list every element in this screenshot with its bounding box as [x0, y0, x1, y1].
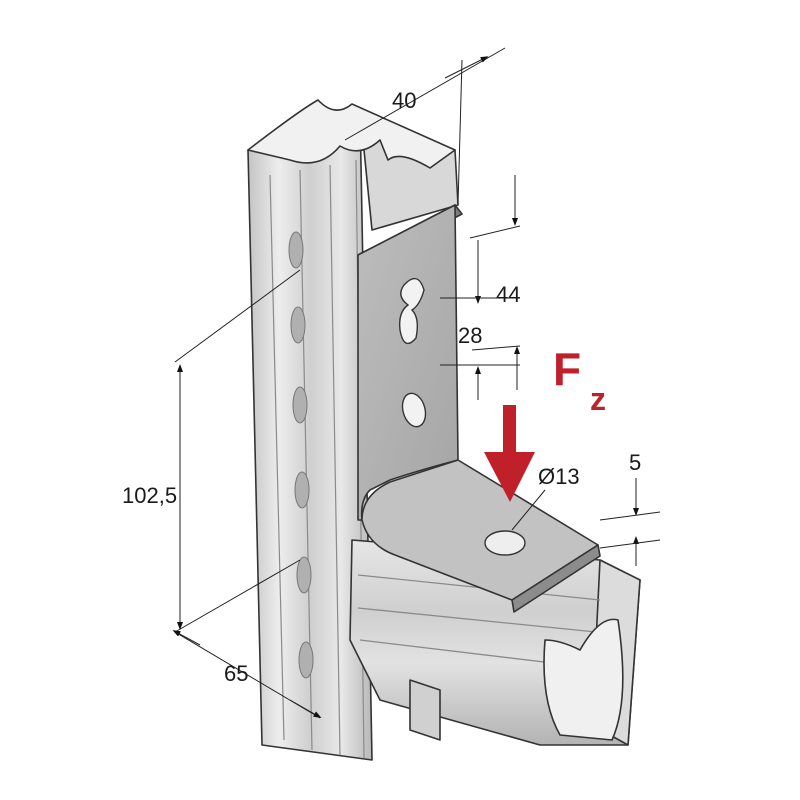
channel-slots	[288, 231, 314, 679]
dim-hole-offset: 28	[458, 323, 482, 348]
force-symbol: F	[553, 343, 581, 395]
dim-thickness: 5	[629, 450, 641, 475]
force-label: F z	[553, 343, 606, 417]
force-arrow	[484, 405, 535, 502]
dim-slot-spacing: 44	[496, 282, 520, 307]
bracket-slots	[398, 277, 427, 428]
force-subscript: z	[590, 381, 606, 417]
horizontal-rail	[349, 539, 641, 746]
dim-height: 102,5	[122, 483, 177, 508]
dim-width-top: 40	[392, 88, 416, 113]
dim-depth: 65	[224, 661, 248, 686]
vertical-channel	[247, 99, 459, 761]
base-hole	[484, 530, 526, 556]
l-bracket	[357, 204, 601, 613]
dim-hole-diameter: Ø13	[538, 464, 580, 489]
dimension-lines	[172, 47, 661, 719]
